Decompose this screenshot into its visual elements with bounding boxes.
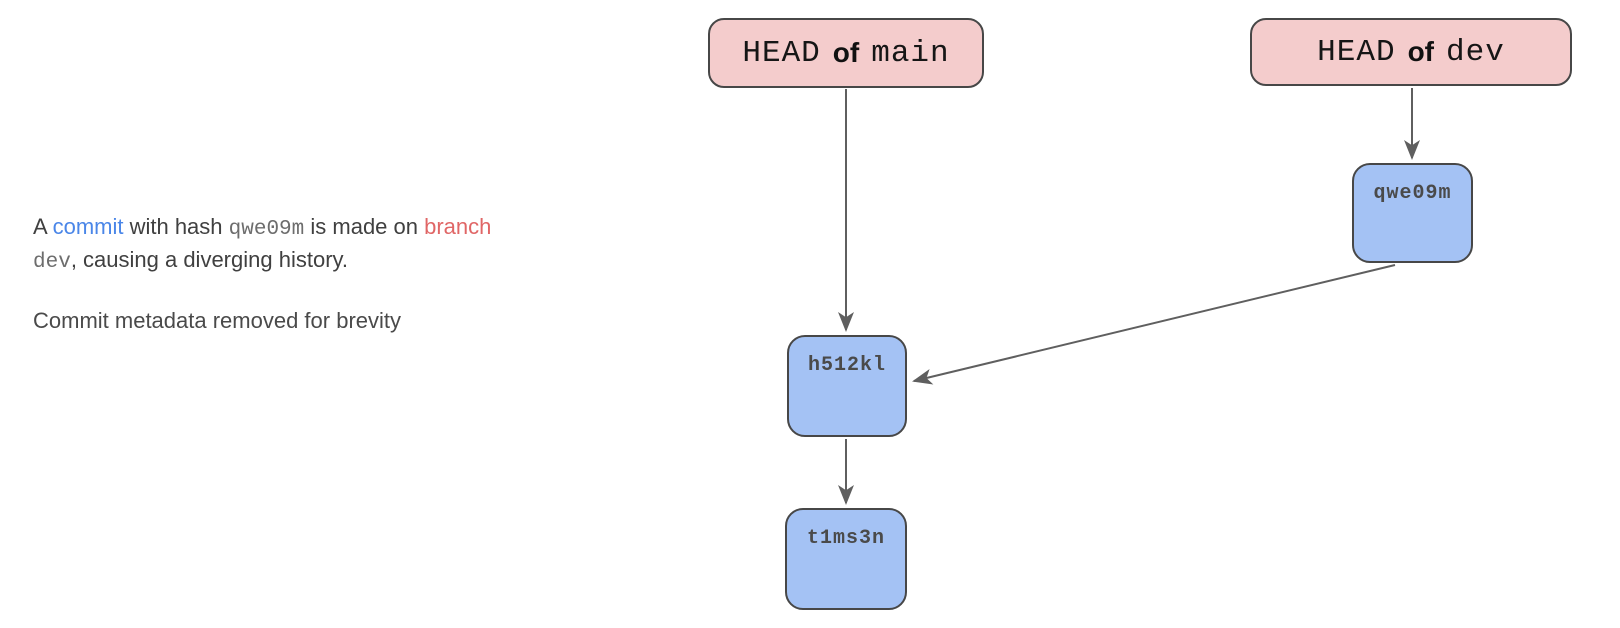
caption-line-2: dev, causing a diverging history.: [33, 245, 633, 278]
commit-hash-label: qwe09m: [1373, 182, 1452, 205]
commit-hash-inline: qwe09m: [228, 218, 305, 241]
head-of-dev-node: HEAD of dev: [1250, 18, 1572, 86]
of-word: of: [1407, 36, 1435, 67]
branch-name-main: main: [871, 35, 950, 71]
commit-hash-label: h512kl: [807, 354, 886, 377]
commit-node-qwe09m: qwe09m: [1352, 163, 1473, 263]
caption-text: , causing a diverging history.: [70, 247, 348, 272]
caption-line-1: A commit with hash qwe09m is made on bra…: [33, 212, 633, 245]
caption-note: Commit metadata removed for brevity: [33, 308, 402, 333]
commit-term: commit: [52, 214, 124, 239]
commit-node-h512kl: h512kl: [787, 335, 907, 437]
of-word: of: [832, 37, 860, 68]
branch-term: branch: [424, 214, 492, 239]
commit-node-t1ms3n: t1ms3n: [785, 508, 907, 610]
branch-name-inline: dev: [33, 251, 71, 274]
caption-text: is made on: [304, 214, 425, 239]
caption-text: A: [33, 214, 53, 239]
caption-text: with hash: [123, 214, 229, 239]
head-word: HEAD: [1317, 34, 1396, 70]
commit-hash-label: t1ms3n: [806, 527, 885, 550]
caption-block: A commit with hash qwe09m is made on bra…: [33, 212, 633, 278]
head-of-main-node: HEAD of main: [708, 18, 984, 88]
edge-qwe09m-to-h512kl: [912, 264, 1396, 385]
head-word: HEAD: [742, 35, 821, 71]
branch-name-dev: dev: [1446, 34, 1505, 70]
